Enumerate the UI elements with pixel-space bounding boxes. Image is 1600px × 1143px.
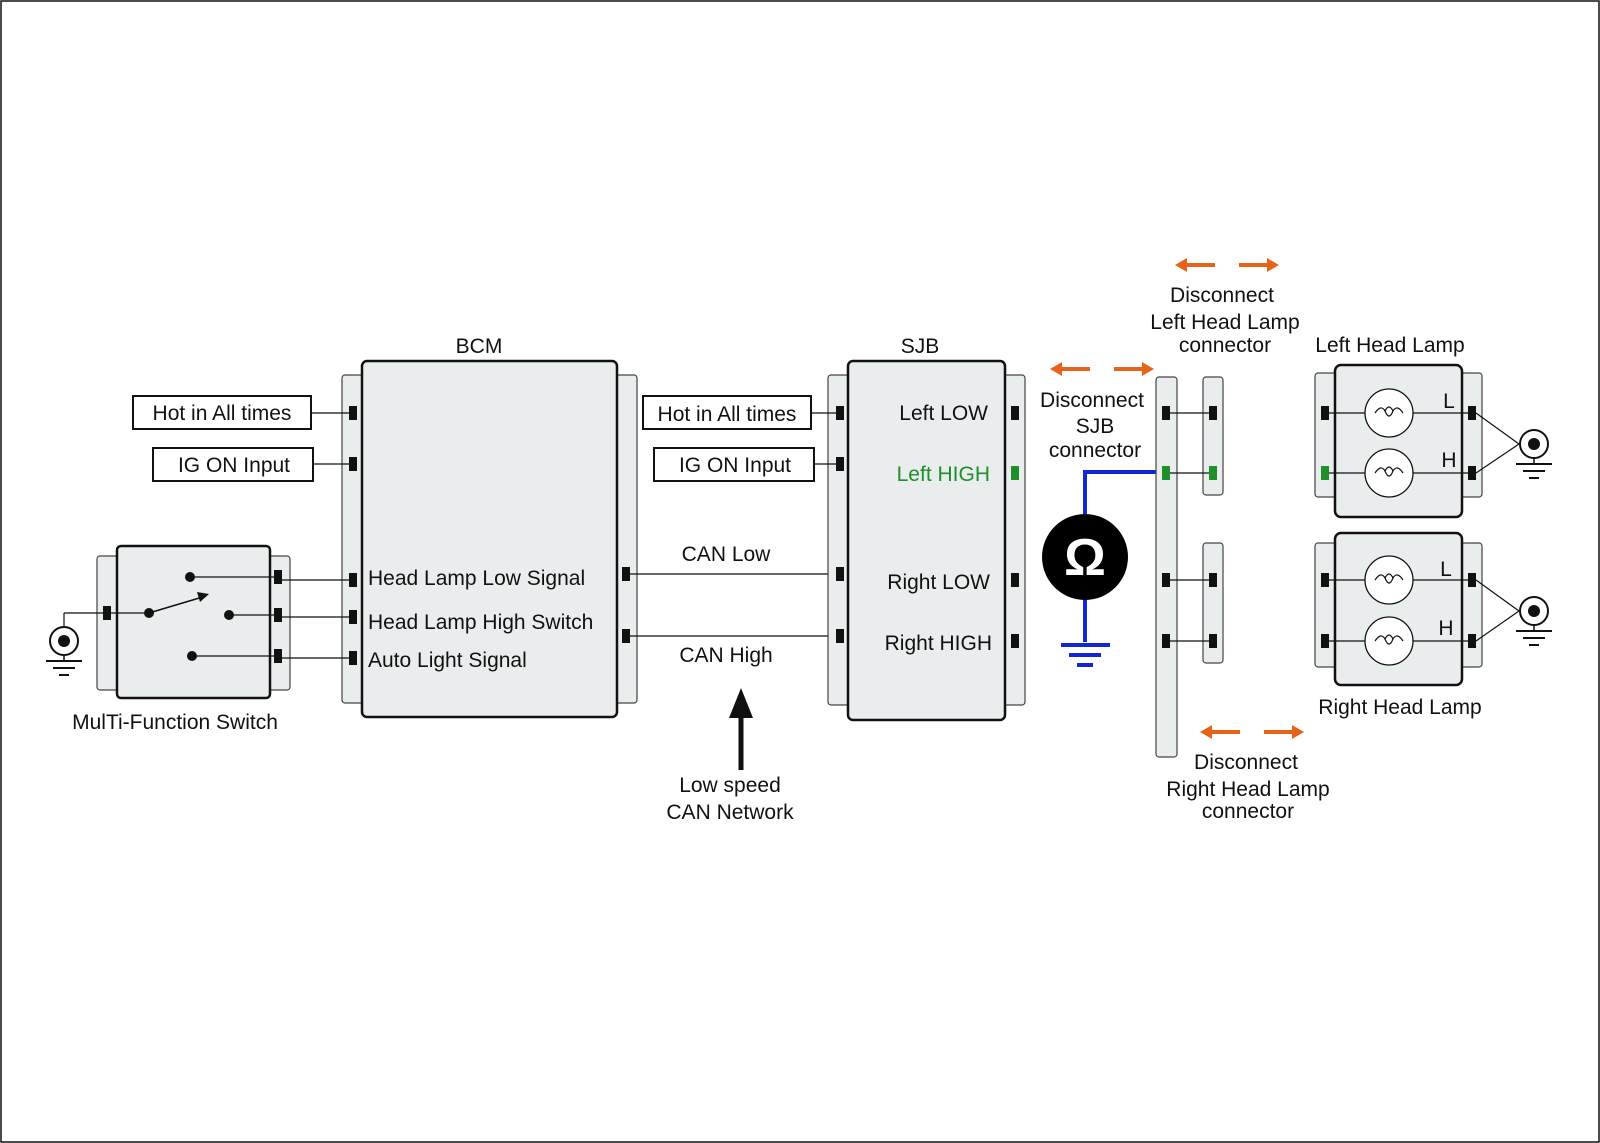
sjb-ig-label: IG ON Input xyxy=(679,454,791,477)
left-lamp-low-label: L xyxy=(1443,390,1455,413)
bulb-icon xyxy=(1364,616,1414,666)
left-lamp-high-label: H xyxy=(1441,449,1456,472)
can-bus: CAN Low CAN High Low speed CAN Network xyxy=(630,543,836,824)
sjb-hot-label: Hot in All times xyxy=(658,403,797,426)
can-high-label: CAN High xyxy=(679,644,772,667)
right-lamp-low-label: L xyxy=(1440,558,1452,581)
bcm-hot-label: Hot in All times xyxy=(153,402,292,425)
bcm-ig-label: IG ON Input xyxy=(178,454,290,477)
harness-connectors xyxy=(1155,376,1224,758)
ground-icon xyxy=(1515,429,1553,479)
multi-function-switch: MulTi-Function Switch xyxy=(72,544,291,734)
left-low-label: Left LOW xyxy=(899,402,988,425)
right-lamp-title: Right Head Lamp xyxy=(1318,696,1481,719)
right-high-label: Right HIGH xyxy=(885,632,992,655)
auto-light-label: Auto Light Signal xyxy=(368,649,527,672)
sjb-module: SJB Hot in All times IG ON Input Left LO… xyxy=(642,335,1026,722)
disconnect-left-line2: Left Head Lamp xyxy=(1150,311,1299,334)
sjb-title: SJB xyxy=(901,335,940,358)
ground-icon xyxy=(45,626,83,676)
right-head-lamp: Right Head Lamp L H xyxy=(1314,531,1520,719)
sjb-hot-box xyxy=(642,395,812,430)
left-head-lamp: Left Head Lamp L H xyxy=(1314,334,1520,519)
can-network-line1: Low speed xyxy=(679,774,781,797)
can-arrow-icon xyxy=(729,688,753,718)
switch-icon xyxy=(110,572,278,661)
ohm-symbol: Ω xyxy=(1064,529,1106,587)
disconnect-arrow-icon xyxy=(1198,723,1306,741)
bcm-module: BCM Hot in All times IG ON Input Head La… xyxy=(132,335,638,719)
disconnect-sjb-line3: connector xyxy=(1049,439,1141,462)
bcm-hot-box xyxy=(132,395,312,430)
head-lamp-high-label: Head Lamp High Switch xyxy=(368,611,593,634)
disconnect-left-line1: Disconnect xyxy=(1170,284,1274,307)
right-low-label: Right LOW xyxy=(887,571,990,594)
disconnect-right-line3: connector xyxy=(1202,800,1294,823)
bcm-title: BCM xyxy=(456,335,503,358)
disconnect-arrow-icon xyxy=(1173,256,1281,274)
mfs-title: MulTi-Function Switch xyxy=(72,711,278,734)
disconnect-left-line3: connector xyxy=(1179,334,1271,357)
disconnect-arrow-icon xyxy=(1048,360,1156,378)
left-high-label: Left HIGH xyxy=(897,463,990,486)
bulb-icon xyxy=(1364,448,1414,498)
disconnect-right-line1: Disconnect xyxy=(1194,751,1298,774)
bulb-icon xyxy=(1364,555,1414,605)
can-low-label: CAN Low xyxy=(682,543,772,566)
disconnect-right-line2: Right Head Lamp xyxy=(1166,778,1329,801)
head-lamp-low-label: Head Lamp Low Signal xyxy=(368,567,585,590)
disconnect-sjb-line1: Disconnect xyxy=(1040,389,1144,412)
ohmmeter: Ω xyxy=(1042,470,1163,667)
disconnect-sjb-line2: SJB xyxy=(1076,415,1115,438)
ohmmeter-icon xyxy=(1042,514,1128,600)
ground-icon xyxy=(1515,596,1553,646)
can-network-line2: CAN Network xyxy=(666,801,794,824)
right-lamp-high-label: H xyxy=(1438,617,1453,640)
bulb-icon xyxy=(1364,388,1414,438)
left-lamp-title: Left Head Lamp xyxy=(1315,334,1464,357)
